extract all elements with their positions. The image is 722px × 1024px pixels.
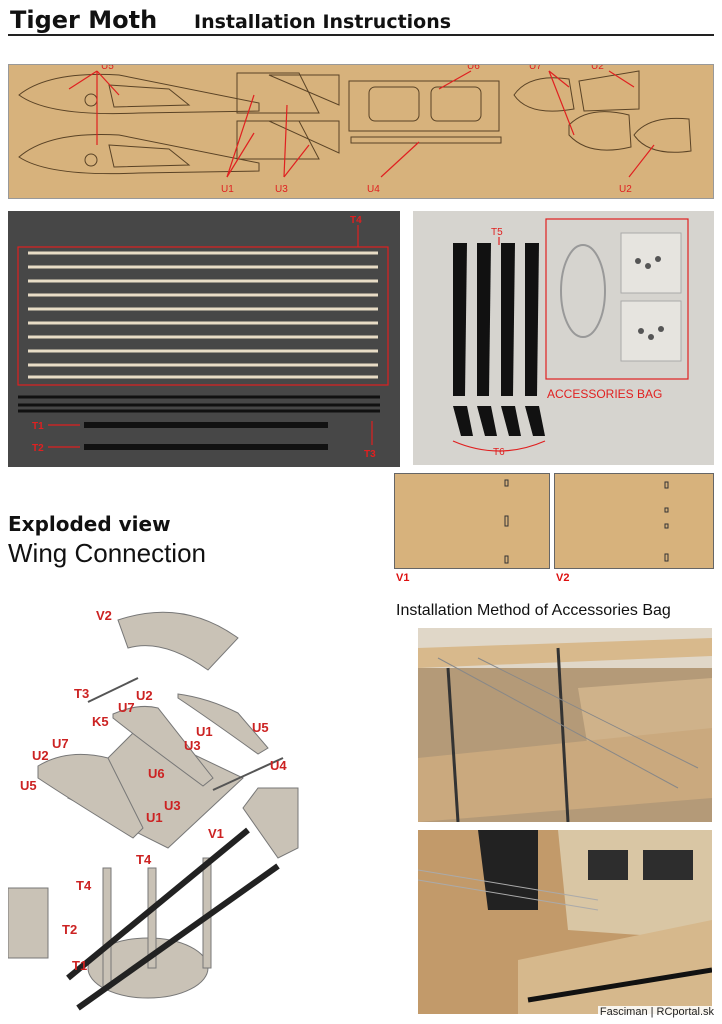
ex-label-u2b: U2 <box>32 748 49 763</box>
ex-label-v1: V1 <box>208 826 224 841</box>
tubes-photo: T4 T1 T2 T3 <box>8 211 400 467</box>
ex-label-u3b: U3 <box>164 798 181 813</box>
ex-label-u1b: U1 <box>146 810 163 825</box>
label-u3: U3 <box>275 184 288 195</box>
installation-photo-2 <box>418 830 712 1014</box>
credit-watermark: Fasciman | RCportal.sk <box>597 1006 716 1018</box>
tubes-drawing: T4 T1 T2 T3 <box>17 215 389 460</box>
install-photo-1-drawing <box>418 628 712 822</box>
ex-label-u4: U4 <box>270 758 287 773</box>
part-v1-panel <box>394 473 550 569</box>
label-u2-top: U2 <box>591 65 604 72</box>
installation-photo-1 <box>418 628 712 822</box>
laser-cut-parts-sheet: U5 U6 U7 U2 U1 U3 U4 U2 <box>8 61 714 199</box>
label-t4: T4 <box>350 215 362 226</box>
ex-label-u7b: U7 <box>52 736 69 751</box>
label-u6: U6 <box>467 65 480 72</box>
parts-drawing: U5 U6 U7 U2 U1 U3 U4 U2 <box>18 61 692 195</box>
exploded-view-diagram: V2 T3 U2 U7 K5 U1 U5 U3 U7 U2 U6 U4 U5 U… <box>7 598 308 1018</box>
label-u4: U4 <box>367 184 380 195</box>
label-t5: T5 <box>491 227 503 238</box>
ex-label-u5b: U5 <box>20 778 37 793</box>
wing-connection-subtitle: Wing Connection <box>8 538 206 568</box>
label-t6: T6 <box>493 447 505 458</box>
label-u1: U1 <box>221 184 234 195</box>
ex-label-u1a: U1 <box>196 724 213 739</box>
label-u7: U7 <box>529 65 542 72</box>
exploded-drawing: V2 T3 U2 U7 K5 U1 U5 U3 U7 U2 U6 U4 U5 U… <box>7 608 299 1011</box>
install-photo-2-drawing <box>418 830 712 1014</box>
v1-drawing <box>504 479 509 564</box>
ex-label-t3: T3 <box>74 686 89 701</box>
v2-drawing <box>664 481 669 562</box>
label-t1: T1 <box>32 421 44 432</box>
ex-label-u5a: U5 <box>252 720 269 735</box>
ex-label-v2: V2 <box>96 608 112 623</box>
ex-label-t4a: T4 <box>136 852 152 867</box>
ex-label-u6: U6 <box>148 766 165 781</box>
product-title: Tiger Moth <box>10 6 158 34</box>
label-t2: T2 <box>32 443 44 454</box>
label-u5: U5 <box>101 65 114 72</box>
ex-label-u7a: U7 <box>118 700 135 715</box>
exploded-view-title: Exploded view <box>8 512 171 536</box>
part-v2-panel <box>554 473 714 569</box>
page-header: Tiger Moth Installation Instructions <box>8 6 714 36</box>
ex-label-u3a: U3 <box>184 738 201 753</box>
ex-label-u2a: U2 <box>136 688 153 703</box>
ex-label-t4b: T4 <box>76 878 92 893</box>
label-v1: V1 <box>396 572 410 584</box>
label-t3: T3 <box>364 449 376 460</box>
struts-photo: T5 T6 ACCESSORIES BAG <box>413 211 714 465</box>
document-title: Installation Instructions <box>194 11 452 33</box>
ex-label-t2: T2 <box>62 922 77 937</box>
installation-method-title: Installation Method of Accessories Bag <box>396 602 671 619</box>
ex-label-t1: T1 <box>72 958 87 973</box>
struts-drawing: T5 T6 ACCESSORIES BAG <box>452 218 689 458</box>
label-u2-bottom: U2 <box>619 184 632 195</box>
accessories-bag-label: ACCESSORIES BAG <box>547 387 662 401</box>
label-v2: V2 <box>556 572 570 584</box>
ex-label-k5: K5 <box>92 714 109 729</box>
